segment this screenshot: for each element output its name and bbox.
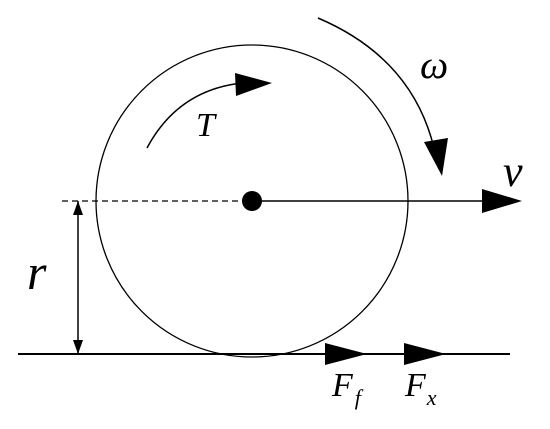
velocity-label: v <box>503 147 523 196</box>
x-force-symbol: F <box>404 367 427 404</box>
omega-label: ω <box>420 42 448 87</box>
radius-arrow-head-bottom <box>73 340 83 354</box>
velocity-arrow-head <box>482 189 522 213</box>
friction-force-arrow-head <box>325 343 367 365</box>
omega-arc <box>317 17 435 149</box>
friction-force-label: Ff <box>331 367 364 410</box>
x-force-subscript: x <box>426 385 437 410</box>
x-force-label: Fx <box>404 367 437 410</box>
wheel-center <box>242 191 262 211</box>
radius-label: r <box>27 244 47 300</box>
torque-label: T <box>196 107 217 144</box>
friction-force-symbol: F <box>331 367 354 404</box>
friction-force-subscript: f <box>355 385 364 410</box>
torque-arc <box>146 82 243 149</box>
omega-arrow-head <box>424 138 448 176</box>
x-force-arrow-head <box>404 343 446 365</box>
radius-arrow-head-top <box>73 201 83 215</box>
torque-arrow-head <box>235 73 272 96</box>
